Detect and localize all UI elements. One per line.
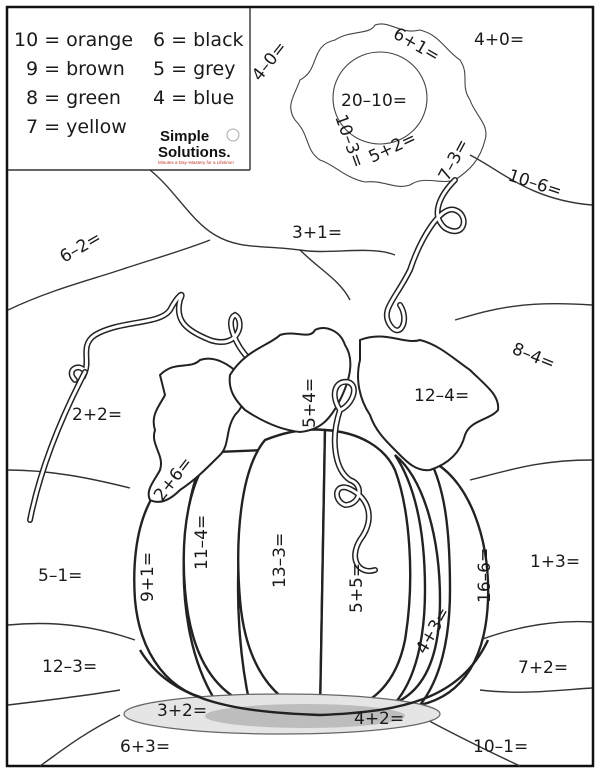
sky-label: 4+0= [474, 30, 524, 50]
pumpkin-section-label: 5+5= [347, 563, 367, 613]
pumpkin-leaves [147, 327, 500, 503]
shadow-label: 4+2= [354, 709, 404, 729]
legend-item: 10 = orange [14, 29, 133, 51]
sky-label: 3+1= [292, 223, 342, 243]
leaf-right [357, 335, 500, 472]
sun-center-label: 20–10= [341, 91, 407, 111]
background-label: 12–3= [42, 657, 97, 677]
leaf-label: 5+4= [300, 378, 320, 428]
background-label: 10–1= [473, 737, 528, 757]
legend-item: 8 = green [26, 87, 121, 109]
legend-item: 4 = blue [153, 87, 234, 109]
leaf-label: 12–4= [414, 386, 469, 406]
color-legend: 10 = orange 6 = black 9 = brown 5 = grey… [14, 29, 244, 138]
sun-rays-outline [290, 23, 487, 187]
pumpkin-section-label: 11–4= [192, 515, 212, 570]
brand-mascot-icon [226, 128, 240, 142]
pumpkin-section-label: 16–6= [475, 548, 495, 603]
background-region-lines [7, 8, 593, 767]
leaf-left [147, 357, 247, 503]
shadow-label: 3+2= [157, 701, 207, 721]
pumpkin-section-label: 13–3= [270, 533, 290, 588]
legend-item: 9 = brown [26, 58, 125, 80]
pumpkin-section-label: 9+1= [138, 552, 158, 602]
sun [290, 23, 487, 187]
brand-tagline: Minutes a Day–Mastery for a Lifetime! [158, 160, 234, 165]
background-label: 1+3= [530, 552, 580, 572]
brand-line-2: Solutions. [158, 144, 231, 161]
simple-solutions-logo: Simple Solutions. Minutes a Day–Mastery … [158, 128, 240, 165]
background-label: 6+3= [120, 737, 170, 757]
legend-item: 7 = yellow [26, 116, 127, 138]
legend-item: 5 = grey [153, 58, 235, 80]
sun-center [332, 51, 428, 145]
brand-line-1: Simple [160, 128, 209, 145]
legend-item: 6 = black [153, 29, 244, 51]
pumpkin [133, 428, 490, 717]
background-label: 5–1= [38, 566, 82, 586]
background-label: 2+2= [72, 405, 122, 425]
background-label: 7+2= [518, 658, 568, 678]
leaf-center [228, 327, 352, 434]
